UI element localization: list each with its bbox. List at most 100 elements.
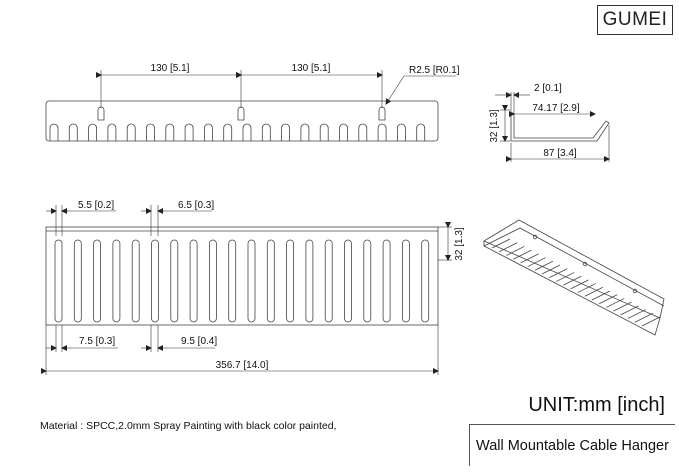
front-slot (247, 239, 256, 323)
top-slot (165, 123, 175, 141)
iso-slot (520, 253, 539, 264)
dim-overall-length: 356.7 [14.0] (216, 360, 269, 371)
iso-slot (584, 286, 604, 297)
front-slot (324, 239, 333, 323)
iso-slot (606, 298, 625, 308)
top-slot (377, 123, 387, 141)
iso-slot (498, 242, 518, 253)
top-slot (146, 123, 155, 141)
iso-slot (556, 272, 575, 282)
dim-front-height: 32 [1.3] (454, 227, 465, 261)
iso-hole-2 (582, 261, 588, 267)
top-slot (107, 123, 117, 141)
iso-hole-3 (632, 288, 638, 294)
iso-slot (627, 309, 646, 319)
brand-box: GUMEI (597, 5, 673, 35)
iso-slot (641, 316, 661, 327)
material-note: Material : SPCC,2.0mm Spray Painting wit… (40, 420, 337, 432)
iso-slot (541, 264, 561, 275)
front-slot (266, 239, 275, 323)
top-slot (184, 123, 194, 141)
iso-slot (563, 275, 582, 286)
unit-label: UNIT:mm [inch] (528, 394, 665, 416)
front-slot (382, 239, 391, 323)
front-slot (112, 239, 121, 323)
top-slot (204, 123, 213, 141)
top-slot (281, 123, 290, 141)
top-slot (223, 123, 233, 141)
side-profile-outline (510, 112, 610, 142)
keyhole-right (378, 106, 386, 121)
product-title: Wall Mountable Cable Hanger (476, 437, 669, 454)
front-view-outline (45, 226, 439, 326)
dim-top-span-2: 130 [5.1] (292, 63, 331, 74)
front-view (45, 226, 439, 326)
iso-hole-1 (532, 234, 538, 240)
isometric-view (483, 219, 665, 336)
dim-slot-width-top-right: 6.5 [0.3] (178, 200, 214, 211)
top-view (45, 100, 439, 142)
dim-thickness: 2 [0.1] (534, 83, 562, 94)
front-slot (189, 239, 198, 323)
front-slot (305, 239, 314, 323)
dim-slot-pitch-left: 7.5 [0.3] (79, 336, 115, 347)
title-block: Wall Mountable Cable Hanger (469, 424, 675, 466)
front-slot (401, 239, 410, 323)
top-slot (300, 123, 310, 141)
front-slot (208, 239, 217, 323)
dim-hole-radius: R2.5 [R0.1] (409, 65, 460, 76)
iso-slot (613, 301, 632, 312)
side-dimensions (495, 92, 610, 162)
top-slot (261, 123, 271, 141)
iso-slot (598, 294, 618, 305)
iso-front-lip (483, 241, 661, 336)
top-dimensions (96, 70, 456, 108)
top-slot (68, 123, 78, 141)
dim-side-inner-length: 74.17 [2.9] (532, 103, 579, 114)
keyhole-left (97, 106, 105, 121)
dim-slot-pitch-right: 9.5 [0.4] (181, 336, 217, 347)
top-slot (242, 123, 252, 141)
front-slot (151, 239, 159, 323)
top-slot (416, 123, 426, 141)
top-slot (339, 123, 348, 141)
iso-slot (620, 305, 639, 316)
iso-slot (591, 290, 611, 301)
iso-slots (491, 238, 661, 327)
iso-slot (548, 268, 568, 279)
top-slot (397, 123, 406, 141)
front-slot (170, 239, 179, 323)
top-view-outline (45, 100, 439, 142)
iso-slot (527, 257, 546, 267)
iso-slot (491, 238, 511, 249)
side-profile-view (510, 112, 610, 142)
front-view-slots (54, 239, 430, 323)
top-slot (126, 123, 136, 141)
front-slot (93, 239, 101, 323)
front-slot (131, 239, 140, 323)
front-slot (363, 239, 372, 323)
iso-slot (506, 246, 525, 256)
front-slot (421, 239, 430, 323)
brand-name: GUMEI (602, 9, 668, 30)
dim-top-span-1: 130 [5.1] (151, 63, 190, 74)
iso-tray-edge (483, 227, 665, 307)
front-slot (73, 239, 82, 323)
iso-slot (534, 260, 554, 271)
dim-side-height: 32 [1.3] (489, 109, 500, 143)
front-slot (54, 239, 63, 323)
top-slot (358, 123, 368, 141)
iso-back-plate (483, 219, 665, 319)
top-slot (49, 123, 59, 141)
front-slot (228, 239, 237, 323)
iso-slot (634, 312, 654, 323)
iso-slot (577, 283, 596, 293)
iso-slot (570, 279, 589, 290)
iso-slot (513, 249, 532, 260)
front-dimensions (41, 205, 452, 375)
dim-slot-width-top-left: 5.5 [0.2] (78, 200, 114, 211)
front-slot (286, 239, 295, 323)
keyhole-center (237, 106, 245, 121)
top-view-slots (49, 123, 426, 141)
